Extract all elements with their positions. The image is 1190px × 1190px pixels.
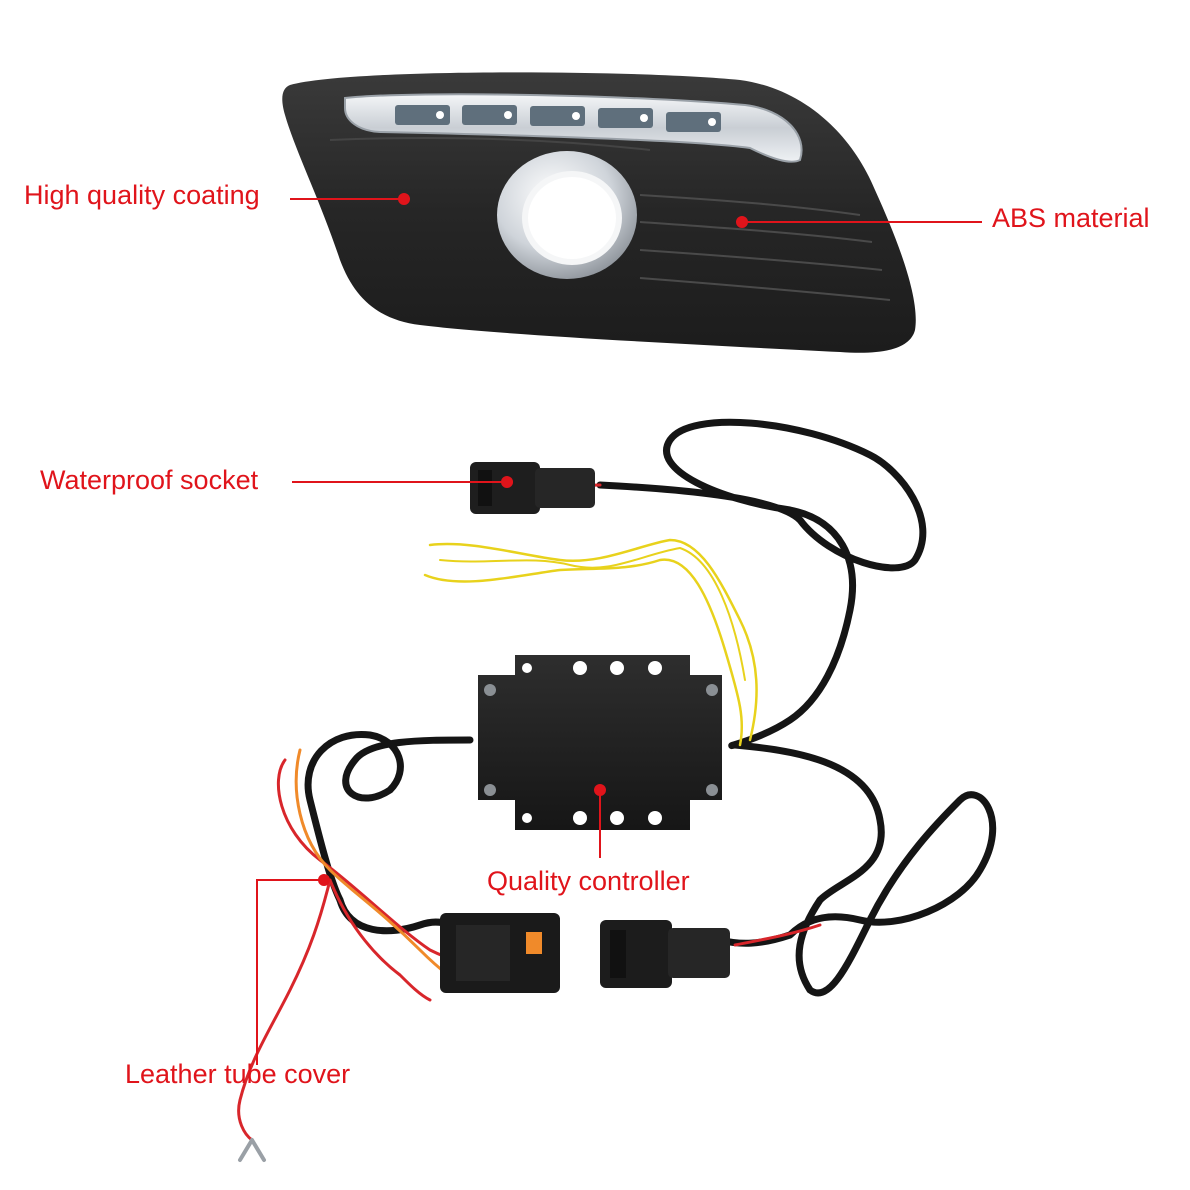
bottom-connector-right	[600, 920, 730, 988]
bottom-connector-left	[440, 913, 560, 993]
waterproof-socket	[470, 462, 595, 514]
callout-waterproof-socket: Waterproof socket	[40, 465, 259, 495]
callout-high-quality-coating: High quality coating	[24, 180, 260, 210]
callout-abs-material: ABS material	[992, 203, 1150, 233]
callout-leather-tube-cover: Leather tube cover	[125, 1059, 351, 1089]
callout-quality-controller: Quality controller	[487, 866, 690, 896]
controller-box	[478, 655, 722, 830]
fog-lamp-bezel	[282, 72, 916, 353]
callout-leaders	[256, 193, 982, 1065]
